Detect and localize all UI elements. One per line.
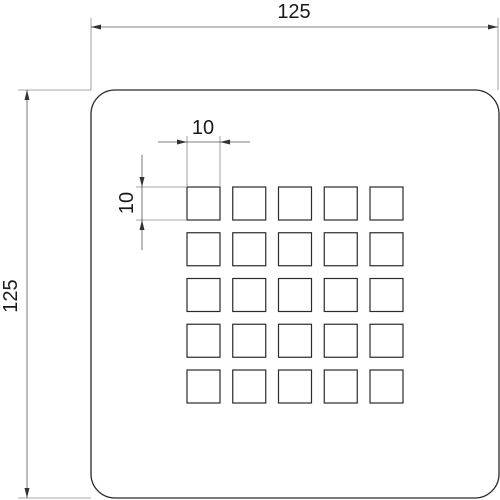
square-hole (186, 369, 221, 404)
square-hole (323, 277, 358, 313)
hole-height-dimension: 10 (116, 155, 187, 250)
square-hole (232, 232, 267, 267)
hole-height-label: 10 (116, 192, 138, 214)
square-hole (369, 323, 404, 358)
square-hole (186, 232, 221, 267)
hole-height-arrow-top (139, 177, 145, 187)
hole-width-label: 10 (192, 117, 214, 139)
width-arrow-left (91, 24, 101, 30)
hole-width-dimension: 10 (158, 117, 250, 186)
square-hole (323, 323, 358, 358)
square-hole (323, 232, 358, 267)
height-arrow-bottom (24, 488, 30, 498)
height-label: 125 (0, 279, 22, 312)
square-hole (232, 277, 267, 313)
square-hole (232, 186, 267, 221)
square-hole (277, 369, 313, 404)
square-hole (369, 369, 404, 404)
square-hole (186, 323, 221, 358)
square-hole (186, 186, 221, 221)
height-arrow-top (24, 90, 30, 100)
square-hole (323, 369, 358, 404)
square-hole (369, 277, 404, 313)
square-hole (232, 323, 267, 358)
square-hole (369, 232, 404, 267)
height-dimension: 125 (0, 89, 91, 499)
hole-width-arrow-left (177, 139, 187, 145)
square-hole (277, 186, 313, 221)
square-hole (323, 186, 358, 221)
hole-width-arrow-right (220, 139, 230, 145)
square-hole (186, 277, 221, 313)
square-hole (277, 323, 313, 358)
width-dimension: 125 (90, 1, 499, 90)
plate-outline (90, 89, 500, 499)
hole-height-arrow-bottom (139, 220, 145, 230)
square-hole (277, 232, 313, 267)
square-hole (232, 369, 267, 404)
width-label: 125 (277, 1, 310, 23)
square-hole (369, 186, 404, 221)
width-arrow-right (488, 24, 498, 30)
hole-grid (186, 186, 404, 404)
square-hole (277, 277, 313, 313)
